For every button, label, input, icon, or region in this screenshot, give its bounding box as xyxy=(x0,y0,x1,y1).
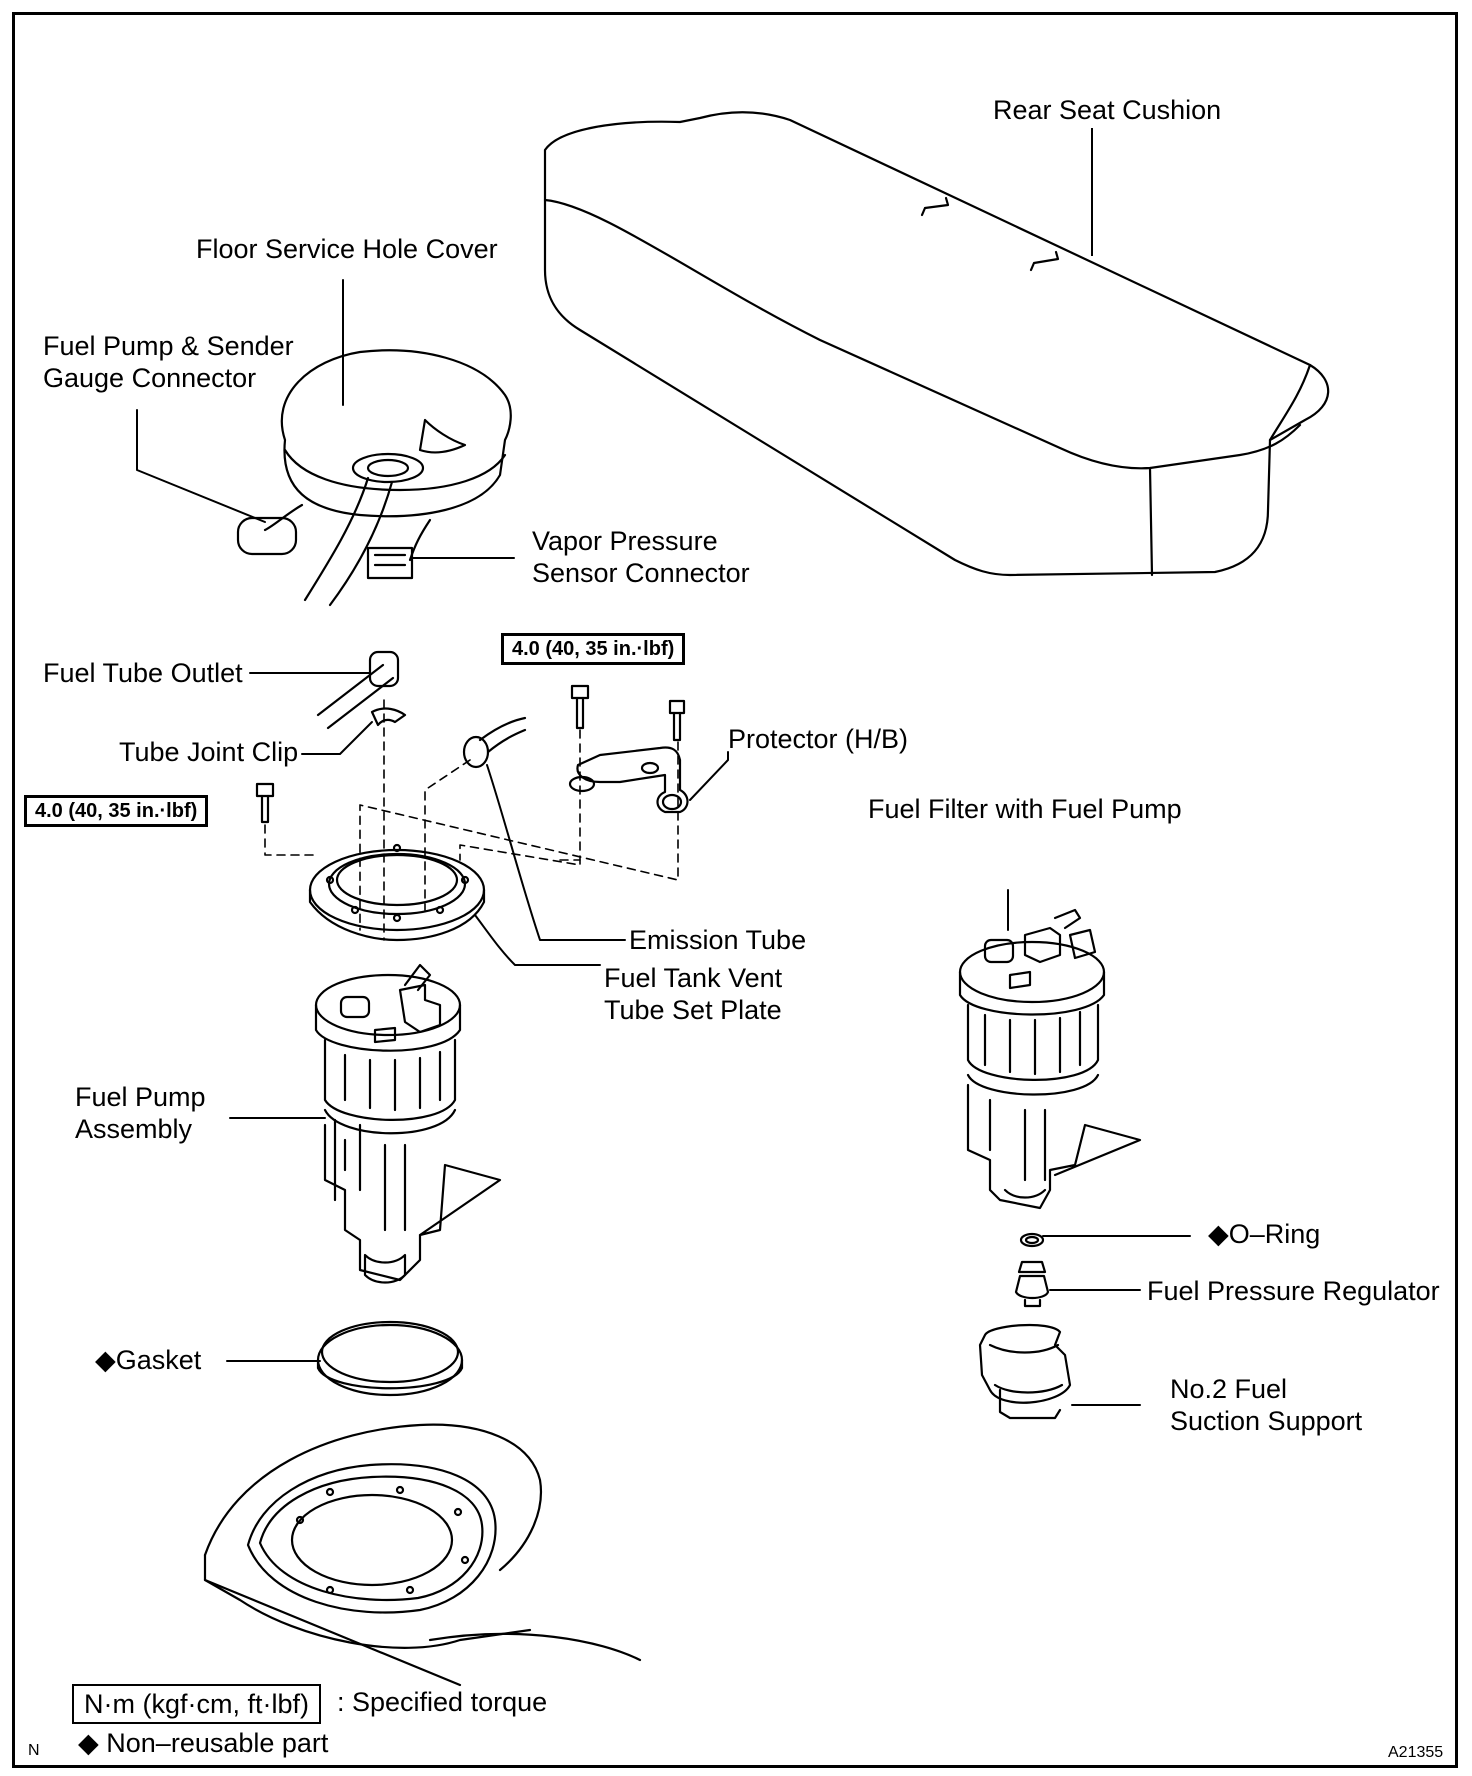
figure-code: A21355 xyxy=(1388,1744,1444,1761)
label-emission-tube: Emission Tube xyxy=(629,925,807,955)
legend-non-reusable: ◆ Non–reusable part xyxy=(78,1728,329,1758)
fuel-filter-drawing xyxy=(958,889,1142,1210)
label-fuel-filter-with-pump: Fuel Filter with Fuel Pump xyxy=(868,794,1182,824)
leader-rear-seat-cushion xyxy=(1091,128,1093,256)
torque-spec-upper: 4.0 (40, 35 in.·lbf) xyxy=(501,633,686,665)
label-fuel-pump-assembly-line2: Assembly xyxy=(75,1114,193,1144)
label-rear-seat-cushion: Rear Seat Cushion xyxy=(993,95,1222,125)
label-vapor-pressure-line2: Sensor Connector xyxy=(532,558,750,588)
vent-tube-set-plate-drawing xyxy=(308,843,601,966)
bolts-and-protector-drawing xyxy=(255,684,729,824)
fuel-pump-assembly-drawing xyxy=(229,963,502,1284)
label-protector: Protector (H/B) xyxy=(728,724,909,754)
label-vent-plate-line1: Fuel Tank Vent xyxy=(604,963,783,993)
torque-spec-left: 4.0 (40, 35 in.·lbf) xyxy=(24,795,209,827)
corner-mark: N xyxy=(28,1742,40,1759)
non-reusable-diamond-icon: ◆ xyxy=(78,1728,99,1758)
floor-service-hole-cover-drawing xyxy=(236,349,512,607)
fuel-tank-opening-drawing xyxy=(203,1423,642,1687)
label-fuel-pump-sender-line2: Gauge Connector xyxy=(43,363,257,393)
label-fuel-pump-assembly-line1: Fuel Pump xyxy=(75,1082,206,1112)
legend-specified-torque: : Specified torque xyxy=(337,1687,548,1717)
label-suction-support-line1: No.2 Fuel xyxy=(1170,1374,1288,1404)
label-tube-joint-clip: Tube Joint Clip xyxy=(119,737,299,767)
cover-leaders xyxy=(136,279,515,559)
emission-tube-drawing xyxy=(462,716,626,941)
alignment-lines xyxy=(264,699,679,941)
gasket-drawing xyxy=(226,1320,464,1397)
fuel-tube-outlet-drawing xyxy=(249,650,407,755)
label-gasket: ◆Gasket xyxy=(95,1345,202,1375)
label-fuel-tube-outlet: Fuel Tube Outlet xyxy=(43,658,243,688)
label-floor-service-hole-cover: Floor Service Hole Cover xyxy=(196,234,498,264)
rear-seat-cushion-drawing xyxy=(543,111,1330,577)
non-reusable-diamond-icon: ◆ xyxy=(1208,1219,1229,1249)
diagram-frame xyxy=(12,12,1458,1768)
label-fuel-pump-sender-line1: Fuel Pump & Sender xyxy=(43,331,294,361)
label-fuel-pressure-regulator: Fuel Pressure Regulator xyxy=(1147,1276,1440,1306)
legend-torque-unit: N·m (kgf·cm, ft·lbf) xyxy=(72,1684,321,1724)
label-vapor-pressure-line1: Vapor Pressure xyxy=(532,526,718,556)
label-suction-support-line2: Suction Support xyxy=(1170,1406,1363,1436)
label-vent-plate-line2: Tube Set Plate xyxy=(604,995,782,1025)
label-o-ring: ◆O–Ring xyxy=(1208,1219,1321,1249)
non-reusable-diamond-icon: ◆ xyxy=(95,1345,116,1375)
small-parts-drawing xyxy=(978,1232,1191,1420)
